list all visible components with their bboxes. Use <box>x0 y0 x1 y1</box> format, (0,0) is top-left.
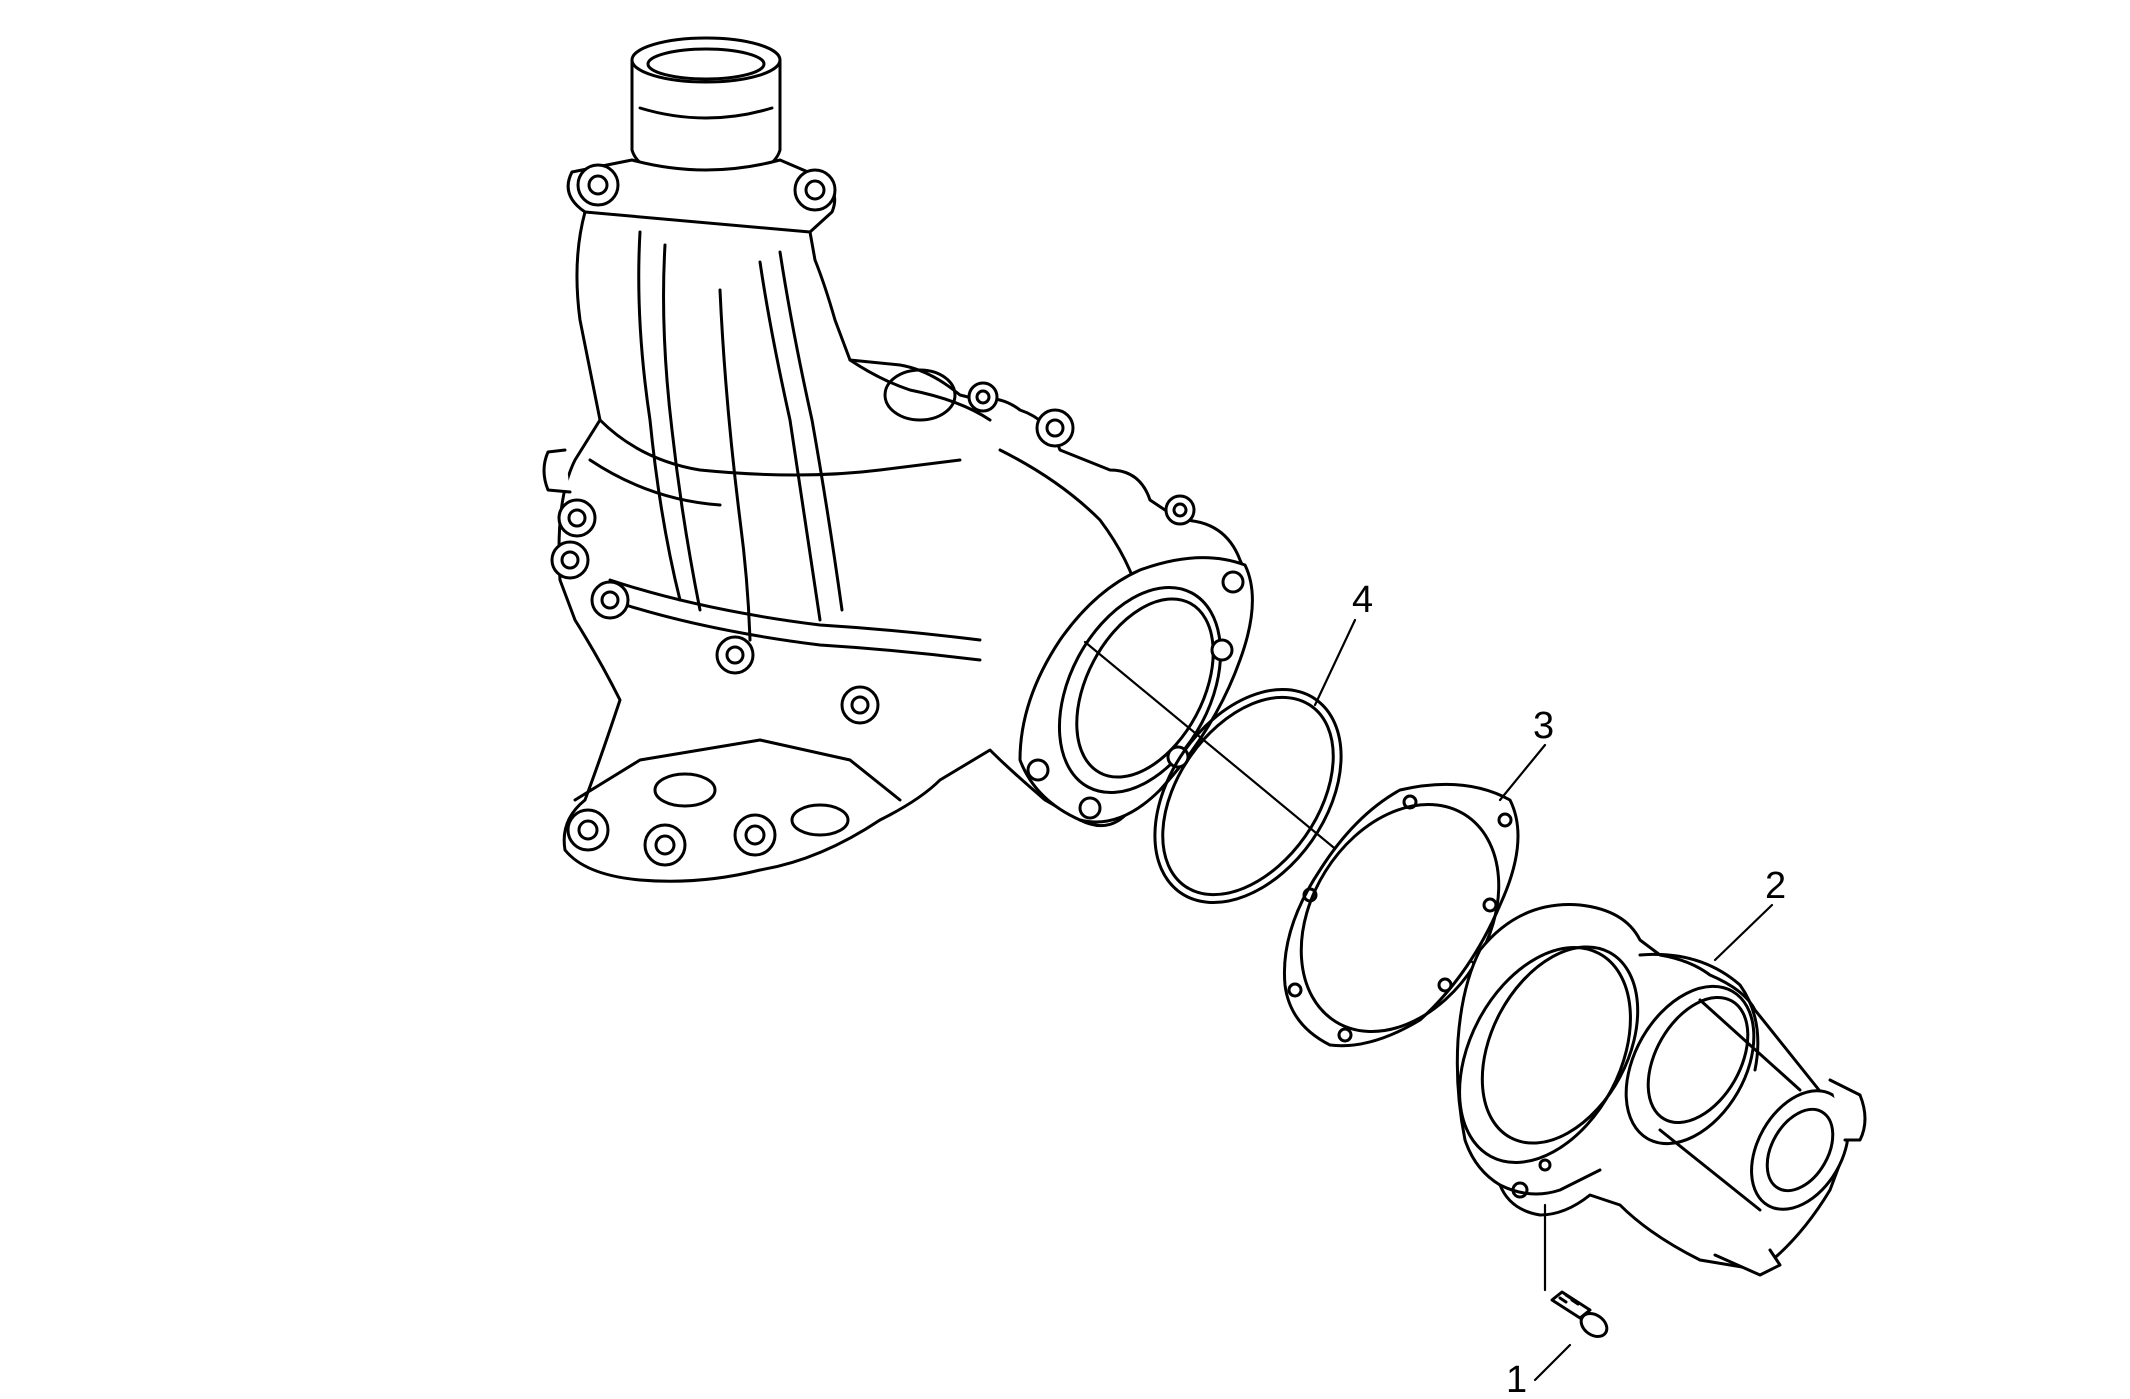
callout-2: 2 <box>1765 865 1786 907</box>
transfer-case-housing <box>542 36 1254 883</box>
callout-1: 1 <box>1506 1359 1527 1399</box>
leader-line-4 <box>1313 618 1357 707</box>
leader-line-2 <box>1713 903 1774 962</box>
leader-line-1 <box>1533 1343 1572 1382</box>
leader-line-3 <box>1498 743 1547 802</box>
bolt-part <box>1543 1203 1609 1338</box>
callout-4: 4 <box>1352 579 1373 621</box>
callout-3: 3 <box>1533 705 1554 747</box>
extension-housing-part <box>1455 903 1867 1277</box>
o-ring-seal-part <box>1153 687 1343 905</box>
